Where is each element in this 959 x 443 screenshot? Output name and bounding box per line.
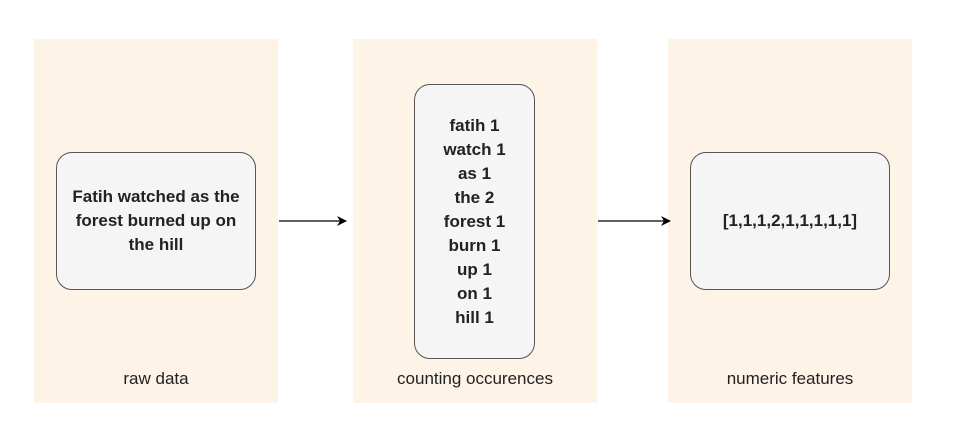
word-count-item: up 1: [457, 259, 492, 279]
raw-text-line: the hill: [128, 235, 184, 254]
word-count-item: watch 1: [443, 139, 506, 159]
feature-vector-box: [1,1,1,2,1,1,1,1,1]: [690, 152, 890, 290]
raw-data-panel: Fatih watched as the forest burned up on…: [34, 39, 278, 403]
raw-text-box: Fatih watched as the forest burned up on…: [56, 152, 256, 290]
raw-data-caption: raw data: [123, 369, 189, 388]
raw-text-line: Fatih watched as the: [72, 187, 240, 206]
word-count-item: forest 1: [443, 211, 506, 231]
word-count-item: hill 1: [455, 307, 494, 327]
word-count-box: fatih 1 watch 1 as 1 the 2 forest 1 burn…: [414, 84, 535, 359]
word-count-item: the 2: [454, 187, 495, 207]
numeric-features-caption: numeric features: [726, 369, 854, 388]
raw-text-line: forest burned up on: [75, 211, 237, 230]
word-count-item: fatih 1: [449, 115, 500, 135]
counting-caption: counting occurences: [397, 369, 553, 388]
numeric-features-panel: [1,1,1,2,1,1,1,1,1] numeric features: [668, 39, 912, 403]
word-count-item: burn 1: [448, 235, 501, 255]
word-count-item: as 1: [457, 163, 492, 183]
counting-panel: fatih 1 watch 1 as 1 the 2 forest 1 burn…: [353, 39, 597, 403]
feature-vector-text: [1,1,1,2,1,1,1,1,1]: [722, 211, 858, 230]
word-count-item: on 1: [457, 283, 492, 303]
